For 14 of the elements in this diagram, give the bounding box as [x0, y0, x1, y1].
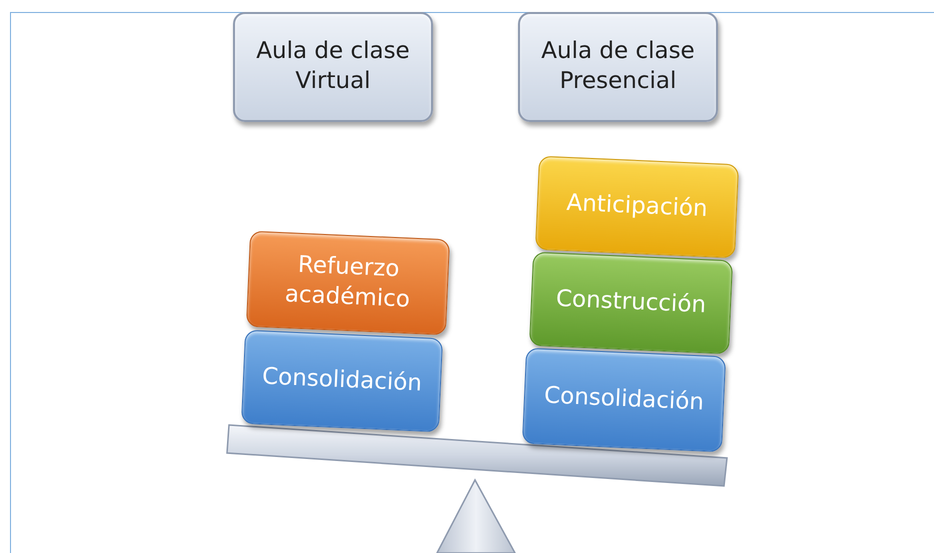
block-label: Refuerzo académico — [283, 250, 412, 315]
stacked-block — [529, 252, 733, 354]
stacked-block — [241, 330, 443, 432]
block-label: Aula de clase Virtual — [255, 37, 411, 96]
stacked-block — [535, 156, 739, 258]
stacked-block — [246, 230, 450, 336]
block-label: Consolidación — [543, 382, 705, 418]
block-label: Aula de clase Presencial — [540, 37, 696, 96]
header-box — [233, 12, 433, 122]
stacked-block — [522, 348, 726, 452]
header-box — [518, 12, 718, 122]
block-label: Construcción — [555, 284, 707, 320]
block-label: Anticipación — [566, 188, 708, 224]
block-label: Consolidación — [261, 362, 423, 399]
